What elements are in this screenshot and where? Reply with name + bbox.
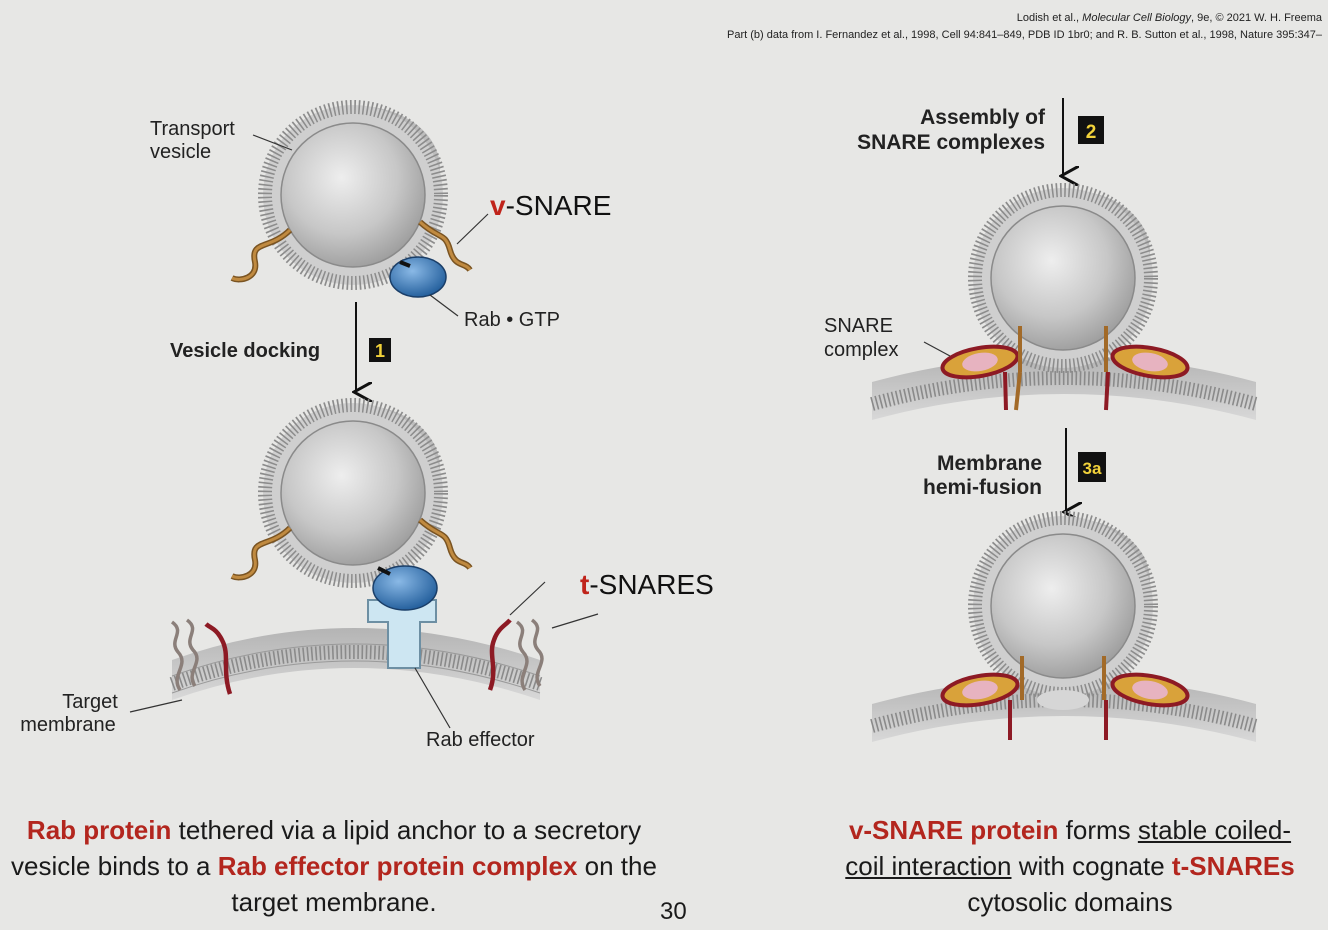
label-assembly-of: Assembly of [920, 106, 1046, 129]
credit-line-1: Lodish et al., Molecular Cell Biology, 9… [1017, 12, 1322, 24]
label-vesicle: vesicle [150, 141, 211, 163]
label-rab-effector: Rab effector [426, 729, 535, 751]
snare-complex-right-top [1104, 326, 1190, 411]
snare-complex-left-top [940, 326, 1022, 411]
v-snare-left-top-highlight [231, 228, 292, 281]
credit-publisher: , 9e, © 2021 W. H. Freema [1191, 12, 1322, 24]
caption-left: Rab protein tethered via a lipid anchor … [0, 812, 668, 920]
caption-right: v-SNARE protein forms stable coiled-coil… [830, 812, 1310, 920]
vesicle-hemifused [968, 511, 1158, 710]
caption-right-v-snare: v-SNARE protein [848, 815, 1059, 845]
label-hemi-fusion: hemi-fusion [923, 476, 1042, 499]
t-snares-right-group [487, 618, 544, 691]
target-membrane-left [169, 628, 543, 700]
leader-v-snare [456, 213, 489, 245]
v-snare-left-docked-highlight [231, 526, 292, 579]
leader-target-membrane [129, 699, 183, 713]
v-snare-suffix: -SNARE [506, 190, 612, 221]
snare-complex-right-bottom [1102, 656, 1190, 740]
transport-vesicle-top [258, 100, 448, 290]
leader-rab-effector [414, 667, 451, 729]
caption-right-text-2: with cognate [1011, 851, 1172, 881]
snare-complex-left-bottom [940, 656, 1024, 740]
label-membrane-fusion: Membrane [937, 452, 1042, 475]
t-snares-left-group [170, 618, 233, 695]
label-snare: SNARE [824, 315, 893, 337]
t-snares-suffix: -SNARES [589, 569, 713, 600]
credit-line-2: Part (b) data from I. Fernandez et al., … [727, 29, 1322, 41]
transport-vesicle-docked [258, 398, 448, 588]
lipid-anchor-top [399, 260, 411, 268]
caption-right-t-snares: t-SNAREs [1171, 851, 1295, 881]
leader-rab-gtp [429, 294, 459, 317]
label-v-snare: v-SNARE [490, 190, 611, 221]
label-complex: complex [824, 339, 898, 361]
v-snare-right-docked-highlight [418, 518, 472, 569]
rab-effector-complex [367, 599, 437, 669]
leader-t-snares-1 [509, 581, 546, 616]
caption-left-text-2: on the target membrane. [231, 851, 657, 917]
caption-right-underlined: stable coiled-coil interaction [845, 815, 1292, 881]
step-1-number: 1 [375, 341, 385, 361]
t-snares-prefix: t [580, 569, 589, 600]
caption-left-rab-protein: Rab protein [26, 815, 172, 845]
caption-right-text-1: forms [1058, 815, 1138, 845]
rab-gtp-protein-docked [372, 565, 438, 611]
vesicle-snare-assembled [968, 183, 1158, 373]
label-membrane: membrane [20, 714, 116, 736]
caption-left-rab-effector: Rab effector protein complex [217, 851, 578, 881]
label-t-snares: t-SNARES [580, 569, 714, 600]
leader-transport-vesicle [252, 134, 293, 151]
caption-left-text-1: tethered via a lipid anchor to a secreto… [11, 815, 642, 881]
page-number: 30 [660, 898, 687, 925]
credit-authors: Lodish et al., [1016, 12, 1083, 24]
step-2-badge [1078, 116, 1104, 144]
label-target: Target [62, 691, 118, 713]
v-snare-right-top-highlight [418, 220, 472, 271]
v-snare-prefix: v [490, 190, 506, 221]
leader-snare-complex [923, 341, 951, 357]
step-3a-badge [1078, 452, 1106, 482]
step-3a-number: 3a [1083, 459, 1102, 478]
label-snare-complexes: SNARE complexes [857, 131, 1045, 154]
label-transport: Transport [150, 118, 235, 140]
leader-t-snares-2 [551, 613, 599, 629]
step-1-badge [369, 338, 391, 362]
label-vesicle-docking: Vesicle docking [170, 340, 320, 362]
step-2-number: 2 [1086, 122, 1097, 143]
credit-book: Molecular Cell Biology [1082, 12, 1191, 24]
rab-gtp-protein-top [389, 256, 447, 298]
label-rab-gtp: Rab • GTP [464, 309, 560, 331]
snare-fusion-diagram: Transport vesicle v-SNARE Rab • GTP Vesi… [20, 98, 1258, 751]
caption-right-text-3: cytosolic domains [967, 887, 1173, 917]
lipid-anchor-docked [377, 566, 391, 576]
